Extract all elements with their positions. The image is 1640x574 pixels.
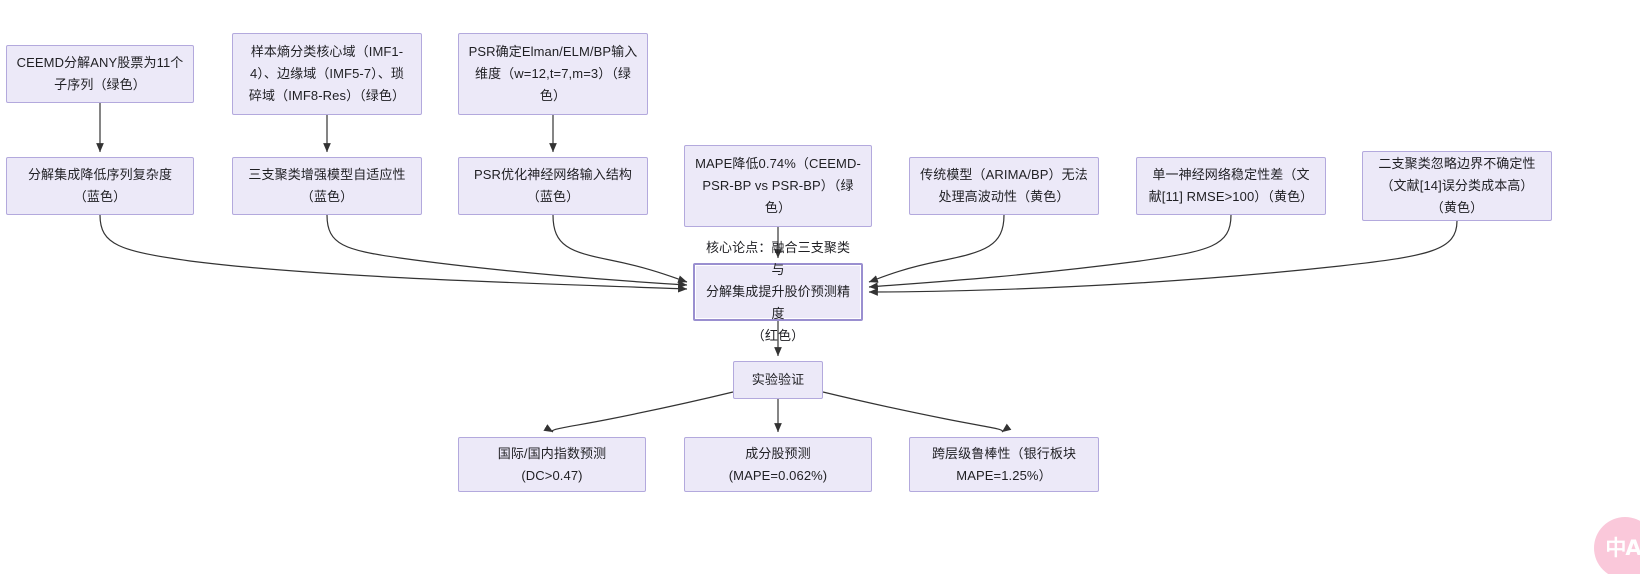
node-label: 传统模型（ARIMA/BP）无法 处理高波动性（黄色） bbox=[920, 167, 1088, 204]
edge-n9-n11 bbox=[868, 214, 1232, 291]
node-label: PSR确定Elman/ELM/BP输入 维度（w=12,t=7,m=3）（绿 色… bbox=[468, 44, 638, 103]
edge-n6-n11 bbox=[552, 214, 688, 283]
node-two-way-clustering-boundary[interactable]: 二支聚类忽略边界不确定性 （文献[14]误分类成本高） （黄色） bbox=[1362, 151, 1552, 221]
node-psr-optimizes-nn-input[interactable]: PSR优化神经网络输入结构 （蓝色） bbox=[458, 157, 648, 215]
edge-n12-n13 bbox=[543, 391, 734, 433]
node-label: 样本熵分类核心域（IMF1- 4）、边缘域（IMF5-7）、琐 碎域（IMF8-… bbox=[248, 44, 406, 103]
watermark-label: 中A bbox=[1605, 535, 1640, 560]
node-constituent-stock-forecast-result[interactable]: 成分股预测 (MAPE=0.062%) bbox=[684, 437, 872, 492]
node-label: 国际/国内指数预测 (DC>0.47) bbox=[497, 445, 607, 483]
node-label: 跨层级鲁棒性（银行板块 MAPE=1.25%） bbox=[931, 445, 1077, 483]
node-label: 三支聚类增强模型自适应性 （蓝色） bbox=[248, 167, 406, 204]
node-sample-entropy-domains[interactable]: 样本熵分类核心域（IMF1- 4）、边缘域（IMF5-7）、琐 碎域（IMF8-… bbox=[232, 33, 422, 115]
node-ceemd-decomposition[interactable]: CEEMD分解ANY股票为11个 子序列（绿色） bbox=[6, 45, 194, 103]
node-label: 单一神经网络稳定性差（文 献[11] RMSE>100）（黄色） bbox=[1148, 167, 1314, 204]
node-label: 核心论点：融合三支聚类与 分解集成提升股价预测精度 （红色） bbox=[705, 240, 851, 343]
node-traditional-model-limitation[interactable]: 传统模型（ARIMA/BP）无法 处理高波动性（黄色） bbox=[909, 157, 1099, 215]
node-label: 成分股预测 (MAPE=0.062%) bbox=[728, 445, 828, 483]
node-decomposition-reduces-complexity[interactable]: 分解集成降低序列复杂度 （蓝色） bbox=[6, 157, 194, 215]
watermark-badge: 中A bbox=[1594, 517, 1640, 574]
node-label: 分解集成降低序列复杂度 （蓝色） bbox=[27, 167, 173, 204]
edge-n5-n11 bbox=[326, 214, 688, 289]
node-label: CEEMD分解ANY股票为11个 子序列（绿色） bbox=[16, 55, 184, 92]
node-label: MAPE降低0.74%（CEEMD- PSR-BP vs PSR-BP）（绿 色… bbox=[695, 156, 861, 215]
node-psr-input-dimension[interactable]: PSR确定Elman/ELM/BP输入 维度（w=12,t=7,m=3）（绿 色… bbox=[458, 33, 648, 115]
node-cross-level-robustness-result[interactable]: 跨层级鲁棒性（银行板块 MAPE=1.25%） bbox=[909, 437, 1099, 492]
node-three-way-clustering-adaptivity[interactable]: 三支聚类增强模型自适应性 （蓝色） bbox=[232, 157, 422, 215]
node-single-nn-instability[interactable]: 单一神经网络稳定性差（文 献[11] RMSE>100）（黄色） bbox=[1136, 157, 1326, 215]
node-experimental-verification[interactable]: 实验验证 bbox=[733, 361, 823, 399]
edge-n10-n11 bbox=[868, 220, 1458, 296]
edge-n12-n15 bbox=[822, 391, 1012, 433]
edge-n4-n11 bbox=[99, 214, 688, 293]
edge-n8-n11 bbox=[868, 214, 1005, 283]
node-mape-reduction[interactable]: MAPE降低0.74%（CEEMD- PSR-BP vs PSR-BP）（绿 色… bbox=[684, 145, 872, 227]
node-index-forecast-result[interactable]: 国际/国内指数预测 (DC>0.47) bbox=[458, 437, 646, 492]
node-label: 二支聚类忽略边界不确定性 （文献[14]误分类成本高） （黄色） bbox=[1378, 156, 1536, 215]
node-core-claim[interactable]: 核心论点：融合三支聚类与 分解集成提升股价预测精度 （红色） bbox=[693, 240, 863, 343]
node-label: 实验验证 bbox=[751, 372, 805, 387]
node-label: PSR优化神经网络输入结构 （蓝色） bbox=[473, 167, 633, 204]
